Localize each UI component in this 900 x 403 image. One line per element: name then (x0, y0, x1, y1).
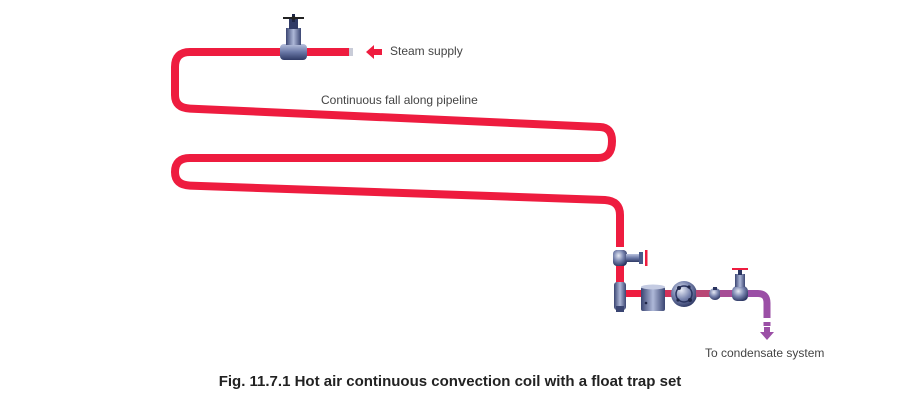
pipe-end-cap (349, 48, 353, 56)
continuous-fall-label: Continuous fall along pipeline (321, 93, 478, 107)
condensate-label: To condensate system (705, 346, 825, 360)
isolation-valve[interactable] (613, 250, 648, 266)
pipe-segment (720, 290, 734, 297)
trap-outlet-pipe (696, 290, 710, 297)
condensate-arrow (760, 327, 774, 340)
condensate-pipe-break (763, 322, 771, 326)
coil-pipe (171, 48, 624, 252)
steam-supply-arrow (366, 45, 382, 59)
drop-leg-pipe (616, 242, 624, 302)
sight-glass (709, 287, 721, 300)
valve-handle-red[interactable] (645, 250, 648, 266)
steam-supply-label: Steam supply (390, 44, 463, 58)
trap-inlet-pipe (626, 290, 642, 297)
condensate-pipe (748, 290, 771, 318)
figure-caption: Fig. 11.7.1 Hot air continuous convectio… (218, 373, 682, 390)
float-trap[interactable] (671, 281, 697, 307)
pipe-joint (615, 247, 625, 250)
stop-valve-inlet[interactable] (280, 14, 307, 60)
separator (641, 284, 665, 311)
pipe-segment (665, 290, 673, 297)
strainer-tee (614, 282, 626, 312)
outlet-valve[interactable] (732, 268, 748, 301)
